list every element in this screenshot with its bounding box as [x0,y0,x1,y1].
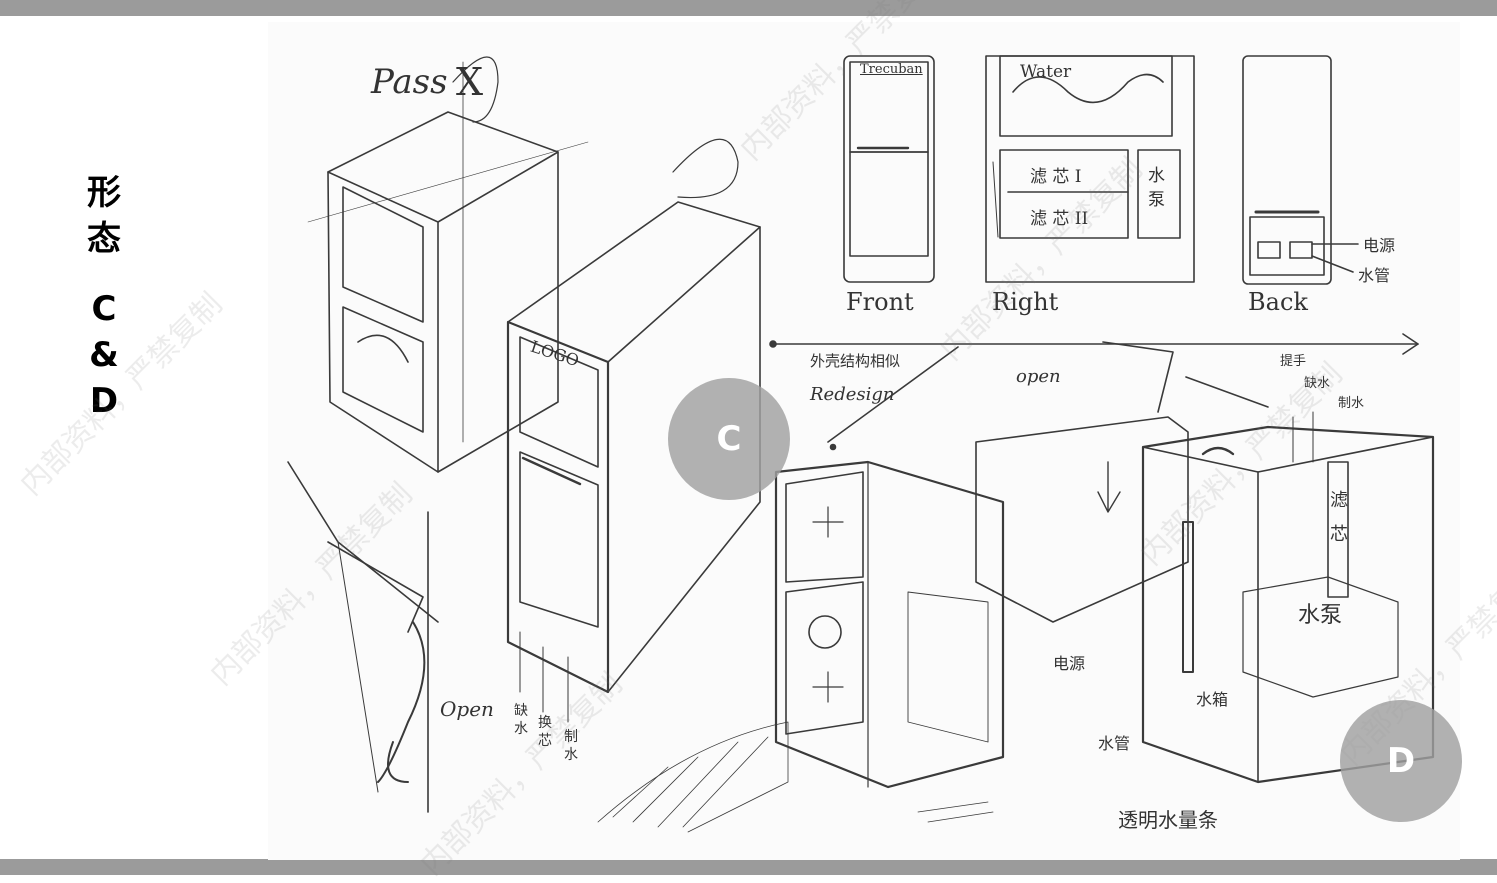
label-right: Right [992,288,1059,316]
top-bar [0,0,1497,16]
label-brand: Trecuban [860,62,923,77]
sketch-drawing [287,55,1435,833]
label-col-2: 换芯 [538,715,552,749]
label-col-3: 制水 [564,729,578,763]
label-filter-1: 滤 芯 I [1030,167,1082,187]
sketch-arrow [769,333,1419,451]
title-letter-c: C [91,289,117,329]
label-back: Back [1248,288,1308,316]
label-handle: 提手 [1280,354,1307,369]
label-water: Water [1020,62,1072,82]
sketch-box-a [307,56,589,473]
label-make-water: 制水 [1338,396,1365,411]
label-filter-2: 滤 芯 II [1030,209,1089,229]
label-pass: Pass [371,62,448,102]
sketch-hinge-detail [287,461,439,813]
label-x-mark: X [456,60,484,104]
label-raw-water: 缺水 [1304,376,1331,391]
label-col-1: 缺水 [514,703,528,737]
label-tank: 水箱 [1196,690,1229,709]
side-title: 形 态 C & D [72,170,136,424]
label-front: Front [846,288,914,316]
sketch-views [843,55,1359,285]
sketch-shadow [597,721,994,833]
badge-c: C [668,378,790,500]
label-redesign-cn: 外壳结构相似 [810,352,901,370]
label-gauge: 透明水量条 [1118,808,1218,832]
label-pump-d: 水泵 [1298,603,1343,628]
bottom-bar [0,859,1497,875]
title-char-1: 形 [87,173,121,213]
label-filter-d: 滤芯 [1330,490,1348,545]
title-ampersand: & [89,335,119,375]
sketch-image: Pass X LOGO Trecuban Water 滤 芯 I 滤 芯 II … [14,0,1497,882]
sketch-box-b [506,138,761,723]
sketch-design-c [774,341,1189,789]
label-power-2: 电源 [1053,654,1086,673]
title-letter-d: D [89,381,119,421]
label-pipe: 水管 [1358,266,1391,285]
label-open-left: Open [440,697,494,721]
badge-d: D [1340,700,1462,822]
label-open-top: open [1016,366,1061,387]
label-pump: 水泵 [1148,166,1165,210]
label-power: 电源 [1363,236,1396,255]
label-pipe-2: 水管 [1098,734,1131,753]
label-redesign: Redesign [810,384,895,405]
title-char-2: 态 [87,219,121,259]
